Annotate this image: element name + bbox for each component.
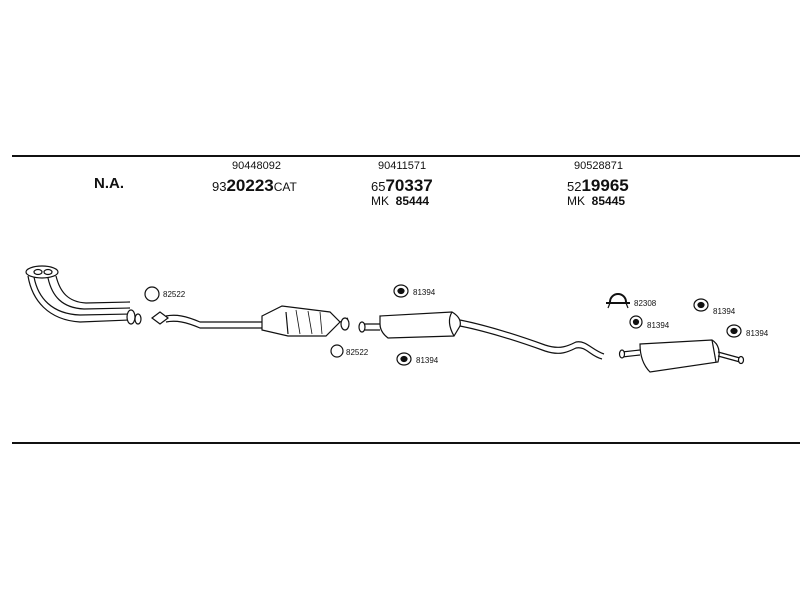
mk-value-2: 85444 (395, 194, 430, 208)
clamp-label: 82308 (634, 299, 657, 308)
mount-label-5: 81394 (746, 329, 769, 338)
top-divider (12, 155, 800, 157)
mount-label-4: 81394 (713, 307, 736, 316)
mk-number-2: MK 85444 (371, 195, 429, 207)
mk-prefix-3: MK (567, 194, 585, 208)
gasket-ring-icon (144, 286, 160, 302)
mk-value-3: 85445 (591, 194, 626, 208)
rubber-mount-icon (396, 352, 412, 366)
catalytic-converter (151, 305, 350, 337)
part-number-3-main: 19965 (581, 176, 629, 195)
ref-number-1: 90448092 (232, 160, 281, 172)
clamp-icon (606, 293, 630, 309)
rubber-mount-icon (393, 284, 409, 298)
part-number-2-prefix: 65 (371, 179, 386, 194)
mk-prefix-2: MK (371, 194, 389, 208)
gasket-label-1: 82522 (163, 290, 186, 299)
mount-label-1: 81394 (413, 288, 436, 297)
na-label: N.A. (94, 175, 124, 192)
part-number-1-prefix: 93 (212, 179, 227, 194)
part-number-1-main: 20223 (226, 176, 274, 195)
rear-silencer (618, 339, 745, 373)
part-number-1-suffix: CAT (273, 180, 297, 194)
bottom-divider (12, 442, 800, 444)
part-number-2-main: 70337 (385, 176, 433, 195)
middle-silencer (358, 311, 605, 360)
rubber-mount-icon (693, 298, 709, 312)
ref-number-2: 90411571 (378, 160, 427, 172)
mount-label-3: 81394 (647, 321, 670, 330)
mk-number-3: MK 85445 (567, 195, 625, 207)
part-number-3-prefix: 52 (567, 179, 582, 194)
mount-label-2: 81394 (416, 356, 439, 365)
rubber-mount-icon (629, 315, 643, 329)
part-number-3: 5219965 (567, 177, 629, 194)
ref-number-3: 90528871 (574, 160, 623, 172)
rubber-mount-icon (726, 324, 742, 338)
front-pipe (25, 265, 142, 325)
gasket-ring-icon (330, 344, 344, 358)
part-number-2: 6570337 (371, 177, 433, 194)
gasket-label-2: 82522 (346, 348, 369, 357)
part-number-1: 9320223CAT (212, 177, 297, 194)
